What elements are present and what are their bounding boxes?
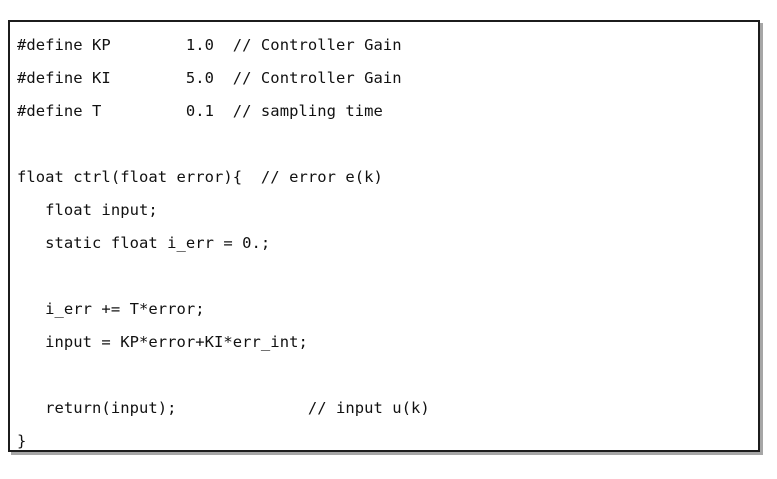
code-line-define-ki: #define KI 5.0 // Controller Gain <box>17 69 402 87</box>
code-line-compute-input: input = KP*error+KI*err_int; <box>17 333 308 351</box>
code-line-define-t: #define T 0.1 // sampling time <box>17 102 383 120</box>
code-line-return: return(input); // input u(k) <box>17 399 430 417</box>
code-line-function-signature: float ctrl(float error){ // error e(k) <box>17 168 383 186</box>
code-line-blank <box>17 359 752 392</box>
code-line-integrate-error: i_err += T*error; <box>17 300 205 318</box>
code-line-declare-input: float input; <box>17 201 158 219</box>
code-line-closing-brace: } <box>17 432 27 450</box>
code-line-define-kp: #define KP 1.0 // Controller Gain <box>17 36 402 54</box>
code-listing: #define KP 1.0 // Controller Gain #defin… <box>17 29 752 450</box>
code-line-blank <box>17 128 752 161</box>
code-line-blank <box>17 260 752 293</box>
code-line-declare-ierr: static float i_err = 0.; <box>17 234 271 252</box>
code-snippet-box: #define KP 1.0 // Controller Gain #defin… <box>8 20 760 452</box>
